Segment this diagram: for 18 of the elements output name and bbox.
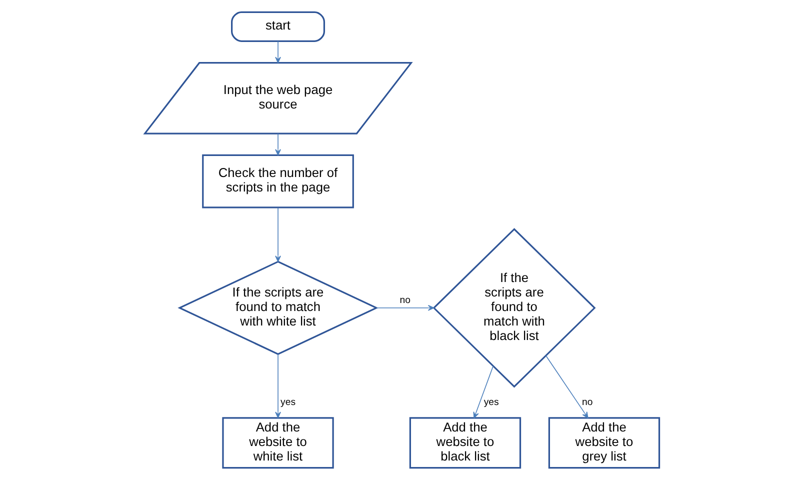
node-diamond: If the scripts are found to match with white list — [178, 260, 378, 354]
arrow — [275, 353, 281, 418]
node-box: Add the website to black list — [409, 416, 522, 468]
node-diamond: If the scripts are found to match with black list — [432, 228, 596, 388]
node-box: Add the website to white list — [222, 416, 334, 468]
arrow — [546, 354, 588, 418]
node-box: Add the website to grey list — [548, 416, 660, 468]
arrow — [473, 365, 494, 418]
arrow — [275, 132, 281, 155]
node-box: Check the number of scripts in the page — [202, 154, 354, 208]
edge-label: no — [400, 294, 411, 306]
arrow — [376, 304, 434, 310]
arrow — [275, 40, 281, 63]
arrow — [275, 206, 281, 262]
edge-label: yes — [484, 396, 499, 408]
edge-label: yes — [280, 396, 296, 408]
node-box: start — [231, 10, 326, 42]
edge-label: no — [582, 396, 593, 408]
